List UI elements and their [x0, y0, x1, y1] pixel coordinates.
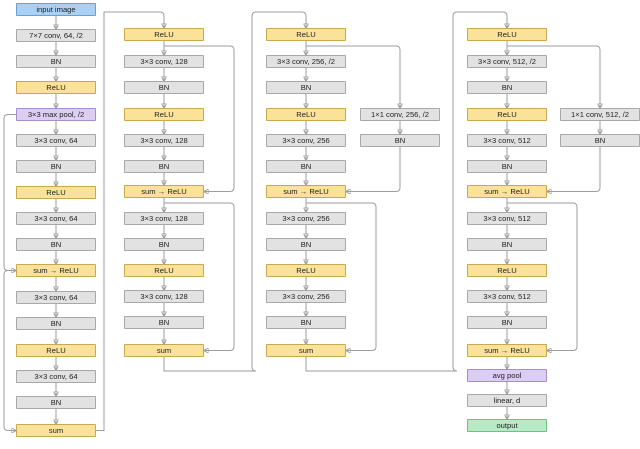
- node-s2b2-conv2: 3×3 conv, 128: [124, 290, 204, 303]
- node-s4b2-sum: sum → ReLU: [467, 344, 547, 357]
- edge-s2b2-sum-to-s3-relu-in: [163, 11, 306, 372]
- node-s4b2-conv2: 3×3 conv, 512: [467, 290, 547, 303]
- node-s3b2-conv1: 3×3 conv, 256: [266, 212, 346, 225]
- node-s2b2-relu: ReLU: [124, 264, 204, 277]
- node-s4b2-bn2: BN: [467, 316, 547, 329]
- node-s2b1-bn1: BN: [124, 81, 204, 94]
- node-linear: linear, d: [467, 394, 547, 407]
- node-s1b1-conv1: 3×3 conv, 64: [16, 134, 96, 147]
- node-s4b2-conv1: 3×3 conv, 512: [467, 212, 547, 225]
- node-s2b2-sum: sum: [124, 344, 204, 357]
- node-s4b1-relu: ReLU: [467, 108, 547, 121]
- node-s3b2-conv2: 3×3 conv, 256: [266, 290, 346, 303]
- node-s3b1-conv1: 3×3 conv, 256, /2: [266, 55, 346, 68]
- node-s4b1-conv1: 3×3 conv, 512, /2: [467, 55, 547, 68]
- node-output: output: [467, 419, 547, 432]
- node-s3b2-bn1: BN: [266, 238, 346, 251]
- node-s2b2-bn1: BN: [124, 238, 204, 251]
- node-s3b2-relu: ReLU: [266, 264, 346, 277]
- edge-s4-relu-in-to-s4-proj-conv: [506, 41, 600, 108]
- edge-s1b1-sum-to-s1b2-sum: [3, 270, 16, 431]
- node-s3b1-conv2: 3×3 conv, 256: [266, 134, 346, 147]
- node-s1b1-bn1: BN: [16, 160, 96, 173]
- node-s3-proj-bn: BN: [360, 134, 440, 147]
- node-s3-proj-conv: 1×1 conv, 256, /2: [360, 108, 440, 121]
- node-s4b1-bn2: BN: [467, 160, 547, 173]
- node-stem-relu: ReLU: [16, 81, 96, 94]
- node-s3b1-sum: sum → ReLU: [266, 185, 346, 198]
- node-s1b2-bn1: BN: [16, 317, 96, 330]
- node-s1b1-sum: sum → ReLU: [16, 264, 96, 277]
- node-s1b1-bn2: BN: [16, 238, 96, 251]
- node-s4b1-conv2: 3×3 conv, 512: [467, 134, 547, 147]
- node-s4-proj-conv: 1×1 conv, 512, /2: [560, 108, 640, 121]
- node-s4b2-bn1: BN: [467, 238, 547, 251]
- edge-s3-relu-in-to-s3-proj-conv: [305, 41, 400, 108]
- node-s3b1-bn2: BN: [266, 160, 346, 173]
- node-s2b2-conv1: 3×3 conv, 128: [124, 212, 204, 225]
- node-s1b2-bn2: BN: [16, 396, 96, 409]
- node-s2b2-bn2: BN: [124, 316, 204, 329]
- node-s1b1-relu: ReLU: [16, 186, 96, 199]
- node-s3b1-relu: ReLU: [266, 108, 346, 121]
- node-s1b2-conv1: 3×3 conv, 64: [16, 291, 96, 304]
- node-stem-conv: 7×7 conv, 64, /2: [16, 29, 96, 42]
- edge-s3-proj-bn-to-s3b1-sum: [346, 147, 401, 192]
- node-s4b2-relu: ReLU: [467, 264, 547, 277]
- node-s3b2-sum: sum: [266, 344, 346, 357]
- node-s1b2-relu: ReLU: [16, 344, 96, 357]
- node-s2b1-conv2: 3×3 conv, 128: [124, 134, 204, 147]
- node-s4b1-sum: sum → ReLU: [467, 185, 547, 198]
- node-s1b1-conv2: 3×3 conv, 64: [16, 212, 96, 225]
- node-s2b1-relu: ReLU: [124, 108, 204, 121]
- node-stem-bn: BN: [16, 55, 96, 68]
- edge-s1b2-sum-to-s2-relu-in: [96, 11, 164, 431]
- node-s3b2-bn2: BN: [266, 316, 346, 329]
- edge-s2b1-sum-to-s2b2-sum: [163, 198, 235, 351]
- node-input-image: input image: [16, 3, 96, 16]
- node-s1b2-sum: sum: [16, 424, 96, 437]
- node-s2-relu-in: ReLU: [124, 28, 204, 41]
- node-s3b1-bn1: BN: [266, 81, 346, 94]
- node-s1b2-conv2: 3×3 conv, 64: [16, 370, 96, 383]
- node-s4-relu-in: ReLU: [467, 28, 547, 41]
- node-s3-relu-in: ReLU: [266, 28, 346, 41]
- node-s4b1-bn1: BN: [467, 81, 547, 94]
- edge-s4b1-sum-to-s4b2-sum: [506, 198, 578, 351]
- edge-stem-maxpool-to-s1b1-sum: [3, 114, 16, 271]
- edge-s2-relu-in-to-s2b1-sum: [163, 41, 235, 192]
- node-avg-pool: avg pool: [467, 369, 547, 382]
- node-s2b1-conv1: 3×3 conv, 128: [124, 55, 204, 68]
- edge-s3b2-sum-to-s4-relu-in: [305, 11, 507, 372]
- node-stem-maxpool: 3×3 max pool, /2: [16, 108, 96, 121]
- node-s4-proj-bn: BN: [560, 134, 640, 147]
- node-s2b1-bn2: BN: [124, 160, 204, 173]
- node-s2b1-sum: sum → ReLU: [124, 185, 204, 198]
- edge-s3b1-sum-to-s3b2-sum: [305, 198, 377, 351]
- edge-s4-proj-bn-to-s4b1-sum: [547, 147, 601, 192]
